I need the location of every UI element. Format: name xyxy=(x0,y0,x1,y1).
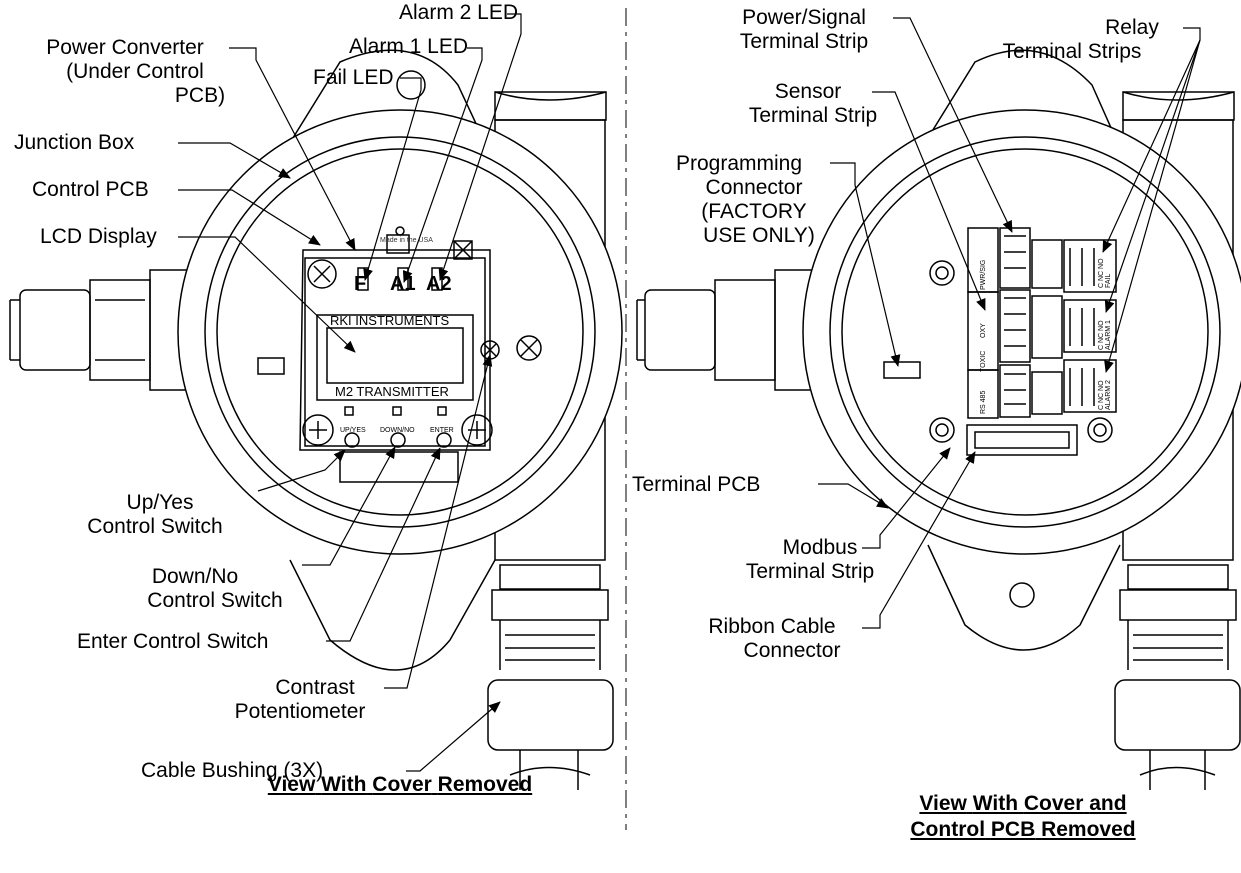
up-yes-switch-label: Up/Yes Control Switch xyxy=(55,491,255,539)
up-yes-line-1: Up/Yes xyxy=(126,491,194,514)
oxy-text: OXY xyxy=(980,323,987,338)
left-view-caption: View With Cover Removed xyxy=(230,772,570,798)
ribbon-line-1: Ribbon Cable xyxy=(708,615,836,638)
power-signal-line-2: Terminal Strip xyxy=(739,30,869,53)
power-converter-line-1: Power Converter xyxy=(46,36,204,59)
right-caption-word-6: PCB xyxy=(990,818,1036,841)
relay-pins-text-1: C NC NO xyxy=(1098,258,1105,288)
lcd-display-label: LCD Display xyxy=(40,225,157,248)
ribbon-connector-label: Ribbon Cable Connector xyxy=(682,615,862,663)
down-no-switch-label: Down/No Control Switch xyxy=(120,565,310,613)
left-caption-word-4: Removed xyxy=(437,773,533,796)
programming-connector-label: Programming Connector (FACTORY USE ONLY) xyxy=(644,152,834,248)
alarm2-led-label: Alarm 2 LED xyxy=(399,1,519,24)
modbus-line-1: Modbus xyxy=(782,536,858,559)
programming-line-4: USE ONLY) xyxy=(703,224,815,247)
led-f-label: F xyxy=(354,273,366,295)
left-caption-word-3: Cover xyxy=(372,773,432,796)
lcd-top-text: RKI INSTRUMENTS xyxy=(330,313,450,328)
right-caption-line-2: Control PCB Removed xyxy=(868,817,1178,843)
modbus-line-2: Terminal Strip xyxy=(745,560,875,583)
left-caption-word-2: With xyxy=(321,773,367,796)
power-signal-line-1: Power/Signal xyxy=(742,6,866,29)
contrast-pot-label: Contrast Potentiometer xyxy=(225,676,375,724)
made-in-usa-text: Made in the USA xyxy=(380,237,433,244)
right-caption-word-4: and xyxy=(1089,792,1127,815)
left-transmitter-drawing xyxy=(9,49,623,790)
led-a1-label: A1 xyxy=(390,273,416,295)
right-transmitter-drawing xyxy=(636,49,1241,790)
pwr-sig-text: PWR/SIG xyxy=(980,260,987,290)
left-leader-lines xyxy=(178,13,522,772)
terminal-pcb-label: Terminal PCB xyxy=(632,473,761,496)
programming-line-1: Programming xyxy=(675,152,803,175)
right-caption-word-1: View xyxy=(919,792,967,815)
sensor-line-2: Terminal Strip xyxy=(748,104,878,127)
left-caption-word-1: View xyxy=(267,773,316,796)
alarm1-led-label: Alarm 1 LED xyxy=(349,35,469,58)
cable-bushing-label: Cable Bushing (3X) xyxy=(141,759,324,782)
right-caption-word-2: With xyxy=(972,792,1019,815)
right-caption-line-1: View With Cover and xyxy=(868,791,1178,817)
relay-line-2: Terminal Strips xyxy=(1002,40,1142,63)
up-yes-line-2: Control Switch xyxy=(87,515,223,538)
fail-led-label: Fail LED xyxy=(313,66,394,89)
relay-fail-text: FAIL xyxy=(1105,273,1112,288)
right-leader-lines xyxy=(818,17,1201,629)
right-caption-word-3: Cover xyxy=(1023,792,1084,815)
ribbon-line-2: Connector xyxy=(743,639,841,662)
control-pcb-label: Control PCB xyxy=(32,178,149,201)
right-caption-word-7: Removed xyxy=(1041,818,1136,841)
sensor-line-1: Sensor xyxy=(774,80,842,103)
toxic-text: TOXIC xyxy=(980,351,987,372)
right-caption-word-5: Control xyxy=(910,818,986,841)
relay-alarm1-text: ALARM 1 xyxy=(1105,320,1112,350)
power-signal-strip-label: Power/Signal Terminal Strip xyxy=(704,6,904,54)
relay-alarm2-text: ALARM 2 xyxy=(1105,380,1112,410)
sensor-strip-label: Sensor Terminal Strip xyxy=(728,80,898,128)
contrast-line-2: Potentiometer xyxy=(234,700,366,723)
enter-switch-label: Enter Control Switch xyxy=(77,630,269,653)
down-no-line-2: Control Switch xyxy=(147,589,283,612)
rs485-text: RS 485 xyxy=(980,391,987,414)
lcd-bottom-text: M2 TRANSMITTER xyxy=(335,384,449,399)
relay-pins-text-2: C NC NO xyxy=(1098,320,1105,350)
programming-line-2: Connector xyxy=(705,176,803,199)
contrast-line-1: Contrast xyxy=(275,676,355,699)
power-converter-line-3: PCB) xyxy=(174,84,226,107)
power-converter-label: Power Converter (Under Control PCB) xyxy=(10,36,240,108)
junction-box-label: Junction Box xyxy=(14,131,135,154)
btn-down-text: DOWN/NO xyxy=(380,427,415,434)
btn-up-text: UP/YES xyxy=(340,427,366,434)
modbus-strip-label: Modbus Terminal Strip xyxy=(745,536,875,584)
relay-strips-label: Relay Terminal Strips xyxy=(972,16,1172,64)
btn-enter-text: ENTER xyxy=(430,427,454,434)
programming-line-3: (FACTORY xyxy=(701,200,807,223)
led-a2-label: A2 xyxy=(426,273,452,295)
relay-pins-text-3: C NC NO xyxy=(1098,380,1105,410)
right-view-caption: View With Cover and Control PCB Removed xyxy=(868,791,1178,843)
power-converter-line-2: (Under Control xyxy=(66,60,204,83)
down-no-line-1: Down/No xyxy=(151,565,239,588)
relay-line-1: Relay xyxy=(1105,16,1159,39)
